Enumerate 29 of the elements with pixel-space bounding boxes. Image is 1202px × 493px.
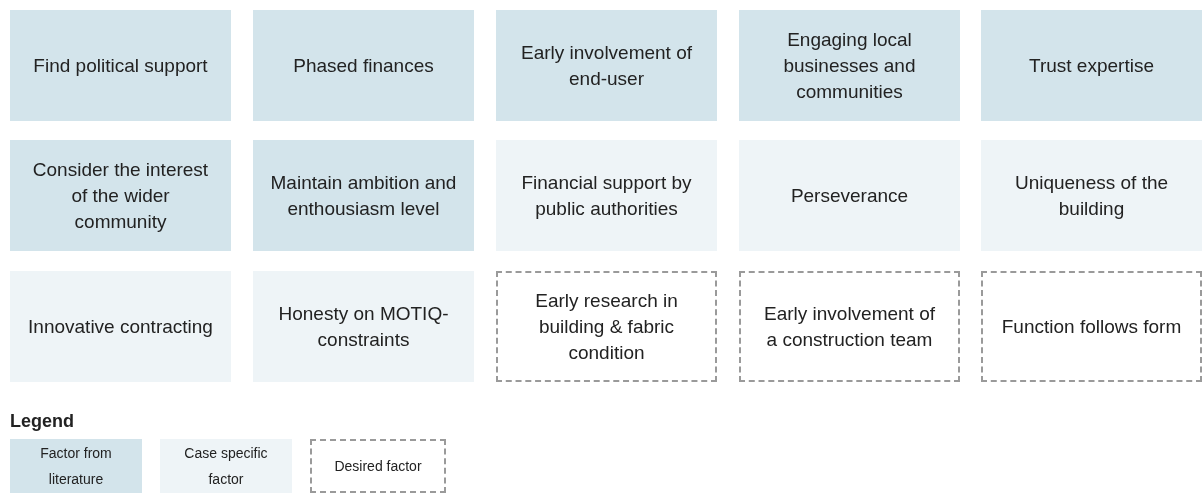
factor-box bbox=[981, 271, 1202, 382]
factor-box bbox=[496, 271, 717, 382]
legend-text: Case specific factor bbox=[183, 444, 269, 489]
factor-box bbox=[253, 10, 474, 121]
legend-text: Desired factor bbox=[334, 457, 422, 476]
factor-text: Honesty on MOTIQ-constraints bbox=[277, 301, 450, 352]
factor-text: Maintain ambition and enthousiasm level bbox=[269, 170, 458, 221]
factor-text: Engaging local businesses and communities bbox=[782, 27, 917, 104]
factor-text: Trust expertise bbox=[1029, 53, 1154, 78]
factor-text: Early research in building & fabric condition bbox=[534, 288, 679, 365]
factor-text: Early involvement of end-user bbox=[519, 40, 694, 91]
factor-text: Phased finances bbox=[293, 53, 434, 78]
factor-text: Early involvement of a construction team bbox=[762, 301, 937, 352]
factor-text: Financial support by public authorities bbox=[520, 170, 693, 221]
factor-text: Uniqueness of the building bbox=[1013, 170, 1170, 221]
factor-box bbox=[253, 140, 474, 251]
factor-box bbox=[981, 10, 1202, 121]
factor-box bbox=[496, 10, 717, 121]
factor-box bbox=[10, 10, 231, 121]
legend-title: Legend bbox=[10, 410, 74, 433]
factor-text: Consider the interest of the wider community bbox=[31, 157, 210, 234]
factor-box bbox=[739, 271, 960, 382]
factor-box bbox=[739, 10, 960, 121]
legend-text: Factor from literature bbox=[39, 444, 113, 489]
factor-box bbox=[10, 140, 231, 251]
factor-text: Perseverance bbox=[790, 183, 909, 208]
factor-text: Function follows form bbox=[1001, 314, 1182, 339]
factor-text: Innovative contracting bbox=[28, 314, 213, 339]
factor-text: Find political support bbox=[33, 53, 208, 78]
